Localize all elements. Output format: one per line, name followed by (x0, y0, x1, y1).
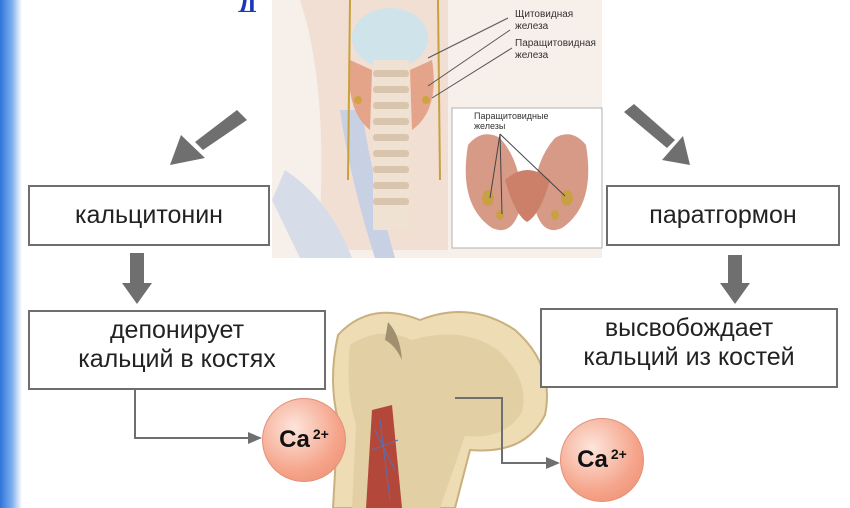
down-left-arrow-icon (170, 110, 247, 165)
thyroid-label-line-2: железа (515, 21, 573, 33)
down-arrow-icon (720, 255, 750, 304)
deposits-line-2: кальций в костях (30, 345, 324, 374)
down-right-arrow-icon (624, 104, 690, 165)
down-arrow-icon (122, 253, 152, 304)
bone-illustration (333, 312, 547, 508)
deposits-line-1: депонирует (30, 316, 324, 345)
parathyroid-label-line-2: железа (515, 50, 596, 62)
ca-symbol: Ca (279, 426, 310, 454)
parathormone-box: паратгормон (606, 185, 840, 246)
releases-line-1: высвобождает (542, 314, 836, 343)
ca-charge: 2+ (611, 446, 627, 462)
releases-calcium-box: высвобождает кальций из костей (540, 308, 838, 388)
trachea (373, 60, 409, 230)
inset-label: Паращитовидные железы (474, 111, 548, 132)
inset-label-line-1: Паращитовидные (474, 111, 548, 121)
inset-label-line-2: железы (474, 121, 548, 131)
ca-charge: 2+ (313, 426, 329, 442)
parathormone-label: паратгормон (608, 187, 838, 244)
calcitonin-label: кальцитонин (30, 187, 268, 244)
calcitonin-box: кальцитонин (28, 185, 270, 246)
larynx (352, 8, 428, 68)
thyroid-label: Щитовидная железа (515, 9, 573, 32)
deposits-calcium-box: депонирует кальций в костях (28, 310, 326, 390)
parathyroid-label-line-1: Паращитовидная (515, 38, 596, 50)
parathyroid-label: Паращитовидная железа (515, 38, 596, 61)
ca-symbol: Ca (577, 446, 608, 474)
releases-line-2: кальций из костей (542, 343, 836, 372)
connector-arrow-icon (135, 386, 262, 444)
thyroid-label-line-1: Щитовидная (515, 9, 573, 21)
